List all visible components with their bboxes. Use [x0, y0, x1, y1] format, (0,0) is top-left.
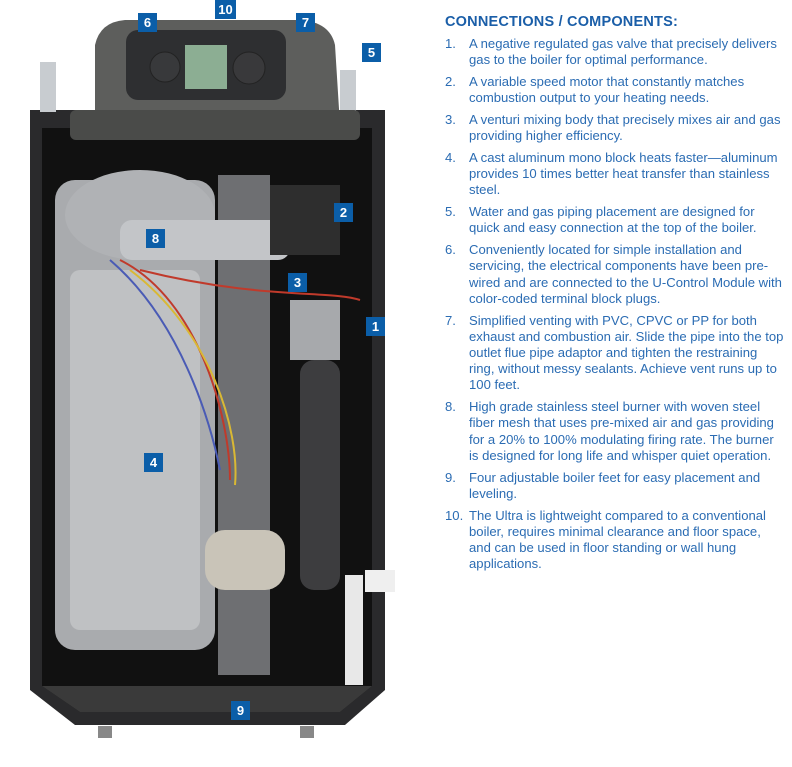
list-item: 5. Water and gas piping placement are des… [445, 204, 785, 236]
callout-2: 2 [334, 203, 353, 222]
item-text: A venturi mixing body that precisely mix… [469, 112, 781, 144]
components-panel: CONNECTIONS / COMPONENTS: 1. A negative r… [445, 14, 785, 578]
list-item: 1. A negative regulated gas valve that pr… [445, 36, 785, 68]
item-text: A negative regulated gas valve that prec… [469, 36, 777, 68]
power-switch [149, 51, 181, 83]
navigation-pad [232, 51, 266, 85]
lcd-screen [185, 45, 227, 89]
item-number: 1. [445, 36, 456, 51]
boiler-cutaway-image [30, 20, 395, 738]
foot [98, 726, 112, 738]
item-number: 5. [445, 204, 456, 220]
item-text: Four adjustable boiler feet for easy pla… [469, 469, 761, 501]
item-number: 9. [445, 469, 456, 485]
list-item: 9. Four adjustable boiler feet for easy p… [445, 470, 785, 502]
item-number: 10. [445, 507, 464, 523]
motor [270, 185, 340, 255]
list-item: 2. A variable speed motor that constantly… [445, 74, 785, 106]
list-item: 6. Conveniently located for simple instal… [445, 242, 785, 307]
boiler-illustration: 1 2 3 4 5 6 7 8 9 10 [30, 0, 395, 738]
item-number: 7. [445, 312, 456, 328]
item-number: 2. [445, 74, 456, 89]
callout-9: 9 [231, 701, 250, 720]
item-text: A variable speed motor that constantly m… [469, 74, 745, 106]
condensate-pipe [345, 575, 363, 685]
list-item: 8. High grade stainless steel burner with… [445, 399, 785, 464]
pipe [40, 62, 56, 112]
callout-1: 1 [366, 317, 385, 336]
list-item: 4. A cast aluminum mono block heats faste… [445, 150, 785, 199]
callout-10: 10 [215, 0, 236, 19]
item-text: Conveniently located for simple installa… [469, 242, 782, 306]
item-number: 3. [445, 112, 456, 127]
item-text: Simplified venting with PVC, CPVC or PP … [469, 312, 784, 393]
item-number: 8. [445, 399, 456, 415]
components-list: 1. A negative regulated gas valve that pr… [445, 36, 785, 572]
callout-6: 6 [138, 13, 157, 32]
callout-3: 3 [288, 273, 307, 292]
gas-valve [290, 300, 340, 360]
item-text: The Ultra is lightweight compared to a c… [469, 507, 766, 572]
item-text: Water and gas piping placement are desig… [469, 204, 757, 236]
foot [300, 726, 314, 738]
item-text: A cast aluminum mono block heats faster—… [469, 150, 778, 198]
item-number: 6. [445, 242, 456, 258]
item-number: 4. [445, 150, 456, 165]
callout-5: 5 [362, 43, 381, 62]
callout-7: 7 [296, 13, 315, 32]
list-item: 3. A venturi mixing body that precisely m… [445, 112, 785, 144]
item-text: High grade stainless steel burner with w… [469, 399, 774, 463]
list-item: 7. Simplified venting with PVC, CPVC or P… [445, 313, 785, 394]
callout-8: 8 [146, 229, 165, 248]
pipe [340, 70, 356, 112]
panel-heading: CONNECTIONS / COMPONENTS: [445, 14, 678, 30]
callout-4: 4 [144, 453, 163, 472]
list-item: 10. The Ultra is lightweight compared to … [445, 508, 785, 573]
